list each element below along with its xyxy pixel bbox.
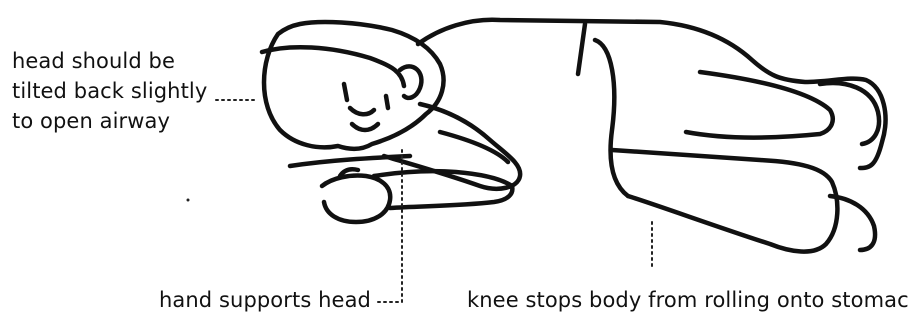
waist-seam bbox=[578, 24, 585, 74]
knee-callout: knee stops body from rolling onto stomac… bbox=[467, 285, 909, 315]
top-arm bbox=[384, 104, 520, 189]
eye-2 bbox=[386, 96, 388, 108]
head-outline bbox=[264, 22, 444, 149]
head bbox=[262, 22, 444, 149]
hand-callout: hand supports head bbox=[159, 285, 371, 315]
upper-foot bbox=[820, 83, 879, 144]
head-callout: head should be tilted back slightly to o… bbox=[12, 46, 207, 136]
stray-dot bbox=[187, 199, 190, 202]
mouth bbox=[352, 124, 378, 130]
head-callout-line-2: tilted back slightly bbox=[12, 76, 207, 106]
eye bbox=[344, 84, 347, 100]
back-outline bbox=[418, 20, 885, 168]
head-callout-line-1: head should be bbox=[12, 46, 207, 76]
shoulder-line bbox=[290, 156, 410, 166]
nose bbox=[350, 108, 374, 114]
hand bbox=[322, 175, 390, 222]
hair-line bbox=[262, 47, 404, 86]
hip-seam bbox=[595, 40, 628, 196]
head-callout-line-3: to open airway bbox=[12, 106, 207, 136]
bent-knee-leg bbox=[612, 150, 837, 252]
